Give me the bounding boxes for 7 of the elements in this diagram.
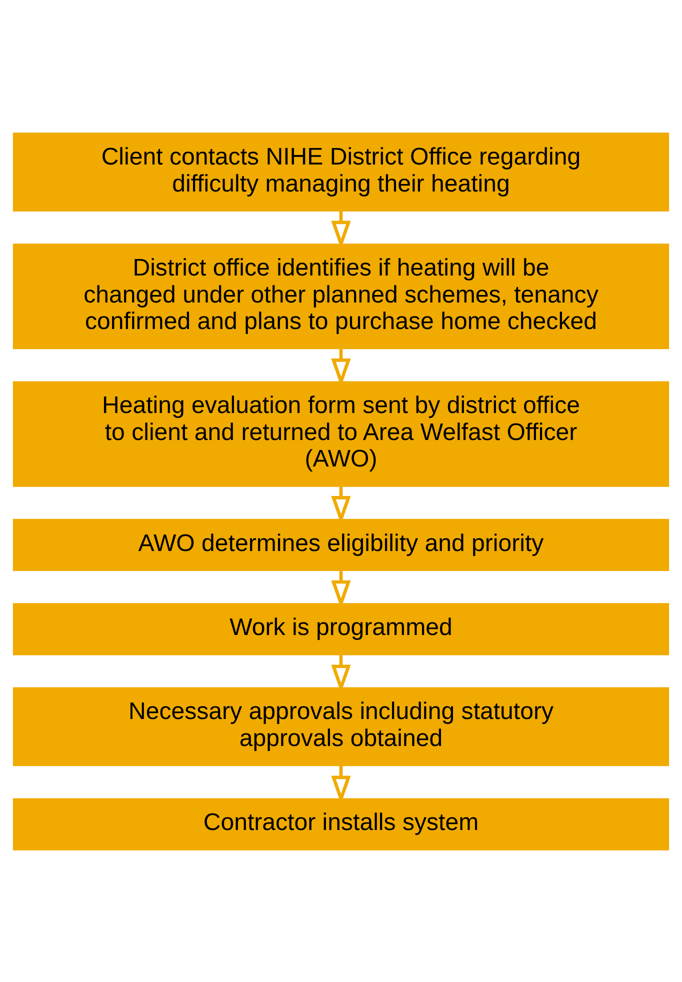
node-box: Necessary approvals including statutory approvals obtained bbox=[12, 686, 670, 766]
node-box: Client contacts NIHE District Office regarding difficulty managing their heating bbox=[12, 132, 670, 212]
node-box: District office identifies if heating will be changed under other planned schemes, tenancy confirmed and plans to purchase home checked bbox=[12, 243, 670, 349]
node-box: AWO determines eligibility and priority bbox=[12, 518, 670, 571]
node-box: Work is programmed bbox=[12, 602, 670, 655]
node-box: Heating evaluation form sent by district office to client and returned to Area Welfast Officer (AWO) bbox=[12, 380, 670, 486]
node-box: Contractor installs system bbox=[12, 798, 670, 850]
